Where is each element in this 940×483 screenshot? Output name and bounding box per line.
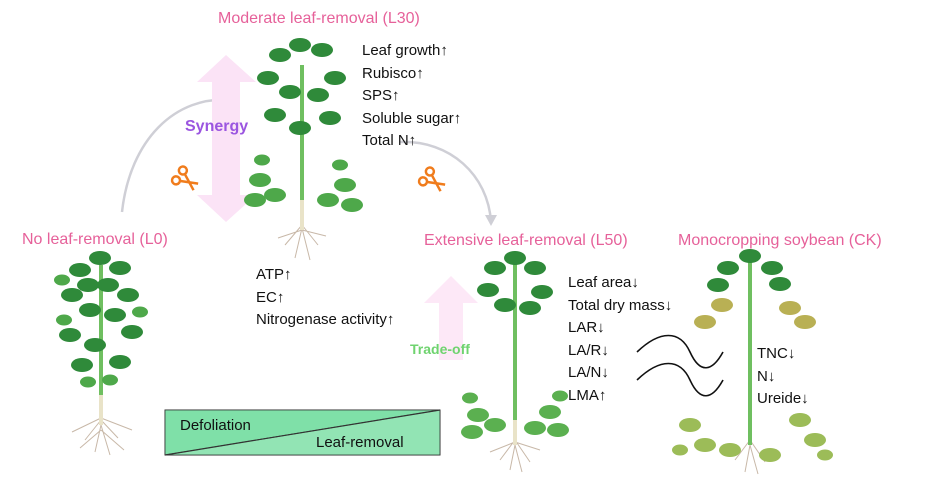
list-item: LMA↑: [568, 386, 607, 404]
list-item: Total N↑: [362, 132, 417, 149]
l50-effects-list: Leaf area↓ Total dry mass↓ LAR↓ LA/R↓ LA…: [568, 272, 672, 407]
root-effects-list: ATP↑ EC↑ Nitrogenase activity↑: [256, 264, 394, 332]
synergy-label: Synergy: [185, 118, 249, 135]
up-arrow-tradeoff: [424, 276, 478, 360]
condition-l50-title: Extensive leaf-removal (L50): [424, 232, 628, 249]
plant-l0: [54, 251, 148, 456]
list-item: TNC↓: [757, 345, 796, 362]
list-item: LAR↓: [568, 319, 605, 336]
list-item: SPS↑: [362, 87, 400, 104]
list-item: Ureide↓: [757, 390, 809, 407]
list-item: ATP↑: [256, 266, 292, 283]
list-item: Leaf growth↑: [362, 42, 448, 59]
condition-l0-title: No leaf-removal (L0): [22, 231, 168, 248]
double-arrow-synergy: [197, 55, 256, 222]
ck-effects-list: TNC↓ N↓ Ureide↓: [757, 343, 809, 411]
list-item: N↓: [757, 367, 776, 385]
plant-ck: [672, 249, 833, 475]
curve-arrow-l30-to-l50: [399, 140, 493, 223]
condition-l30-title: Moderate leaf-removal (L30): [218, 10, 420, 27]
tradeoff-label: Trade-off: [410, 341, 470, 357]
list-item: Soluble sugar↑: [362, 109, 462, 127]
list-item: LA/N↓: [568, 364, 609, 381]
plant-l50: [461, 251, 569, 473]
legend-box: [164, 409, 441, 456]
plant-l30: [244, 38, 363, 261]
scissors-icon: [170, 165, 199, 191]
l30-effects-list: Leaf growth↑ Rubisco↑ SPS↑ Soluble sugar…: [362, 40, 461, 153]
list-item: Rubisco↑: [362, 64, 424, 82]
list-item: Leaf area↓: [568, 274, 639, 291]
list-item: LA/R↓: [568, 341, 609, 359]
list-item: Nitrogenase activity↑: [256, 311, 395, 328]
condition-ck-title: Monocropping soybean (CK): [678, 232, 882, 249]
legend-leaf-removal-label: Leaf-removal: [316, 434, 404, 451]
scissors-icon: [417, 166, 446, 192]
list-item: EC↑: [256, 288, 285, 306]
curve-arrow-l30-to-l50-head: [485, 215, 497, 226]
list-item: Total dry mass↓: [568, 296, 673, 314]
legend-defoliation-label: Defoliation: [180, 417, 251, 434]
wave-icon: [636, 334, 724, 397]
